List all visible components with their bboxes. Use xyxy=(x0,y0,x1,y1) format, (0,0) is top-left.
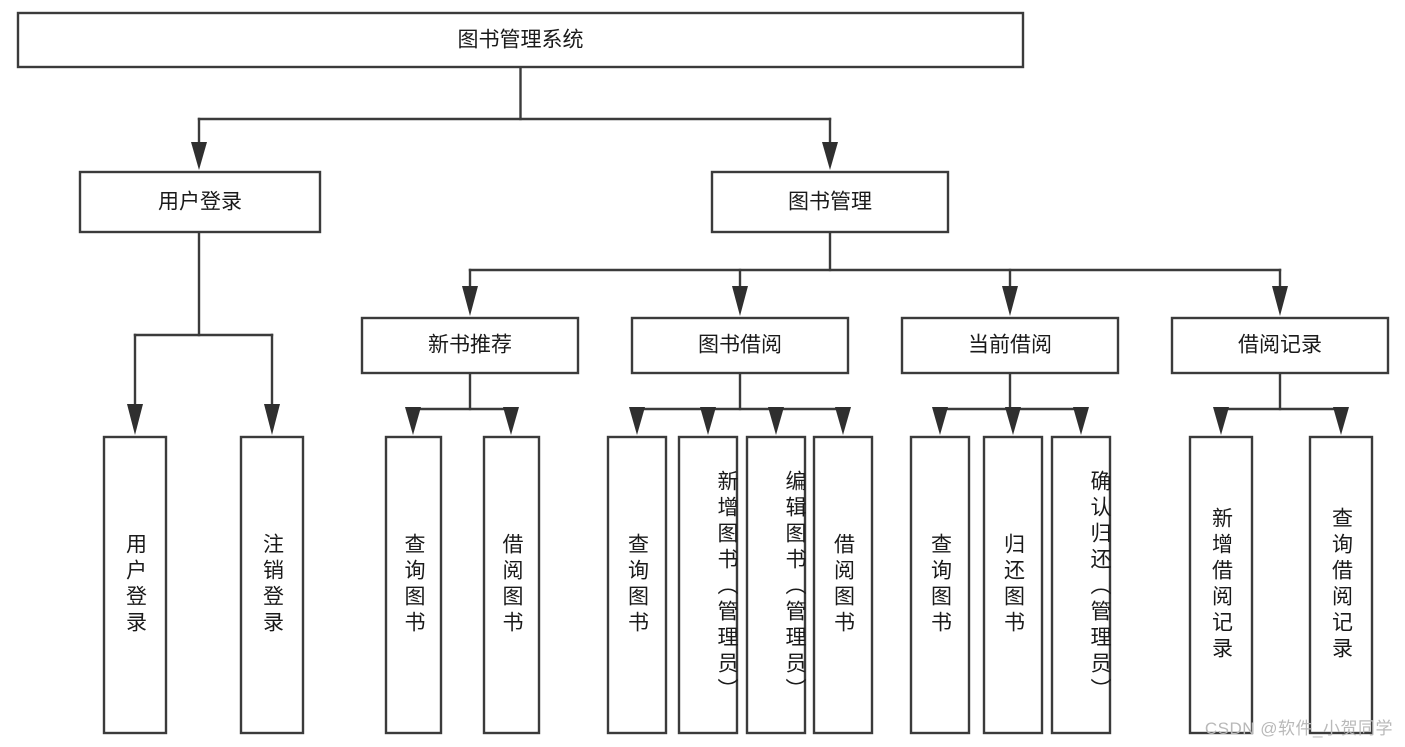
leaf-box-query-book-borrow[interactable] xyxy=(606,435,668,735)
arrow-head-icon xyxy=(405,407,421,435)
node-book-management-label: 图书管理 xyxy=(788,191,872,214)
leaf-box-confirm-return-admin[interactable] xyxy=(1050,435,1112,735)
node-book-management-box[interactable] xyxy=(710,170,950,234)
arrow-head-icon xyxy=(732,286,748,316)
arrow-head-icon xyxy=(1272,286,1288,316)
leaf-box-borrow-book-recommend[interactable] xyxy=(482,435,541,735)
arrow-head-icon xyxy=(700,407,716,435)
node-user-login-box[interactable] xyxy=(78,170,322,234)
arrow-head-icon xyxy=(1073,407,1089,435)
node-book-borrow-box[interactable] xyxy=(630,316,850,375)
connector-book-mgmt-to-level3 xyxy=(462,230,1288,316)
arrow-head-icon xyxy=(503,407,519,435)
connector-new-book-to-leaves xyxy=(405,371,519,435)
connector-current-borrow-to-leaves xyxy=(932,371,1089,435)
leaf-box-edit-book-admin[interactable] xyxy=(745,435,807,735)
leaf-box-query-book-current[interactable] xyxy=(909,435,971,735)
leaf-box-query-borrow-record[interactable] xyxy=(1308,435,1374,735)
node-root-box[interactable] xyxy=(16,11,1025,69)
node-root-label: 图书管理系统 xyxy=(458,29,584,52)
arrow-head-icon xyxy=(1333,407,1349,435)
leaf-box-borrow-book[interactable] xyxy=(812,435,874,735)
node-borrow-record-label: 借阅记录 xyxy=(1238,334,1322,357)
arrow-head-icon xyxy=(1213,407,1229,435)
connector-user-login-to-leaves xyxy=(127,230,280,435)
arrow-head-icon xyxy=(822,142,838,170)
leaf-box-add-book-admin[interactable] xyxy=(677,435,739,735)
node-new-book-recommend-box[interactable] xyxy=(360,316,580,375)
leaf-box-return-book[interactable] xyxy=(982,435,1044,735)
arrow-head-icon xyxy=(1002,286,1018,316)
node-borrow-record-box[interactable] xyxy=(1170,316,1390,375)
arrow-head-icon xyxy=(629,407,645,435)
leaf-box-add-borrow-record[interactable] xyxy=(1188,435,1254,735)
arrow-head-icon xyxy=(462,286,478,316)
node-user-login-label: 用户登录 xyxy=(158,191,242,214)
arrow-head-icon xyxy=(191,142,207,170)
leaf-box-logout-login[interactable] xyxy=(239,435,305,735)
connector-borrow-record-to-leaves xyxy=(1213,371,1349,435)
arrow-head-icon xyxy=(127,404,143,435)
node-book-borrow-label: 图书借阅 xyxy=(698,334,782,357)
watermark-text: CSDN @软件_小贺同学 xyxy=(1204,719,1393,738)
arrow-head-icon xyxy=(835,407,851,435)
arrow-head-icon xyxy=(264,404,280,435)
node-current-borrow-box[interactable] xyxy=(900,316,1120,375)
arrow-head-icon xyxy=(768,407,784,435)
leaf-box-user-login[interactable] xyxy=(102,435,168,735)
arrow-head-icon xyxy=(932,407,948,435)
node-current-borrow-label: 当前借阅 xyxy=(968,334,1052,357)
connector-root-to-level2 xyxy=(191,65,838,170)
arrow-head-icon xyxy=(1005,407,1021,435)
leaf-box-query-book-recommend[interactable] xyxy=(384,435,443,735)
node-new-book-recommend-label: 新书推荐 xyxy=(428,334,512,357)
connector-book-borrow-to-leaves xyxy=(629,371,851,435)
